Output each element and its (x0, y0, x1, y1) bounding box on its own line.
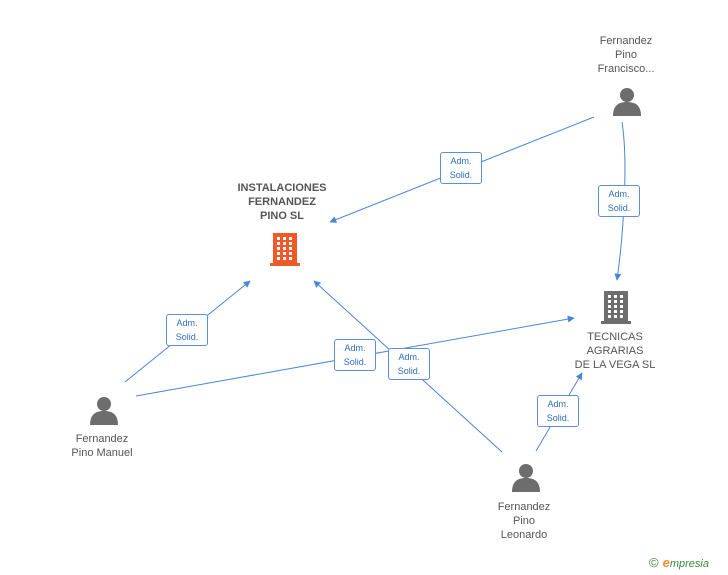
relation-role-line-1: Adm. (450, 156, 472, 166)
icons-layer (90, 88, 641, 492)
main-company-name-line-2: FERNANDEZ (248, 196, 316, 208)
relation-role-line-2: Solid. (607, 203, 631, 213)
relation-leonardo-to-tecnicas[interactable]: Adm. Solid. (537, 395, 579, 427)
copyright-symbol: © (649, 555, 659, 570)
main-company-name-line-3: PINO SL (259, 210, 304, 222)
tecnicas-name-line-3: DE LA VEGA SL (574, 359, 656, 371)
leonardo-name-line-1: Fernandez (497, 501, 551, 513)
relation-role-line-1: Adm. (547, 399, 569, 409)
relation-role-line-2: Solid. (546, 413, 570, 423)
leonardo-name-line-2: Pino (512, 515, 536, 527)
relation-role-line-1: Adm. (398, 352, 420, 362)
leonardo-person-icon[interactable] (512, 464, 540, 492)
relation-role-line-1: Adm. (176, 318, 198, 328)
manuel-name-line-2: Pino Manuel (71, 447, 133, 459)
relation-role-line-1: Adm. (344, 343, 366, 353)
brand-name: mpresia (669, 558, 709, 570)
relation-francisco-to-tecnicas[interactable]: Adm. Solid. (598, 185, 640, 217)
relation-manuel-to-tecnicas[interactable]: Adm. Solid. (334, 339, 376, 371)
relation-role-line-2: Solid. (343, 357, 367, 367)
relation-role-line-2: Solid. (397, 366, 421, 376)
relation-manuel-to-main-company[interactable]: Adm. Solid. (166, 314, 208, 346)
tecnicas-building-icon[interactable] (601, 291, 631, 324)
francisco-name-line-3: Francisco... (597, 63, 655, 75)
francisco-name-line-2: Pino (614, 49, 638, 61)
tecnicas-name-line-1: TECNICAS (587, 331, 643, 343)
main-company-building-icon[interactable] (270, 233, 300, 266)
node-manuel-label[interactable]: Fernandez Pino Manuel (52, 432, 152, 460)
relation-leonardo-to-main-company[interactable]: Adm. Solid. (388, 348, 430, 380)
node-tecnicas-label[interactable]: TECNICAS AGRARIAS DE LA VEGA SL (555, 330, 675, 372)
relation-role-line-2: Solid. (175, 332, 199, 342)
tecnicas-name-line-2: AGRARIAS (586, 345, 644, 357)
relation-francisco-to-main-company[interactable]: Adm. Solid. (440, 152, 482, 184)
node-main-company-label[interactable]: INSTALACIONES FERNANDEZ PINO SL (222, 181, 342, 223)
leonardo-name-line-3: Leonardo (500, 529, 548, 541)
francisco-name-line-1: Fernandez (599, 35, 653, 47)
manuel-name-line-1: Fernandez (75, 433, 129, 445)
node-francisco-label[interactable]: Fernandez Pino Francisco... (576, 34, 676, 76)
relation-role-line-1: Adm. (608, 189, 630, 199)
empresia-logo[interactable]: ©empresia (649, 555, 709, 570)
brand-initial: e (662, 555, 670, 570)
manuel-person-icon[interactable] (90, 397, 118, 425)
node-leonardo-label[interactable]: Fernandez Pino Leonardo (474, 500, 574, 542)
francisco-person-icon[interactable] (613, 88, 641, 116)
main-company-name-line-1: INSTALACIONES (237, 182, 327, 194)
relation-role-line-2: Solid. (449, 170, 473, 180)
